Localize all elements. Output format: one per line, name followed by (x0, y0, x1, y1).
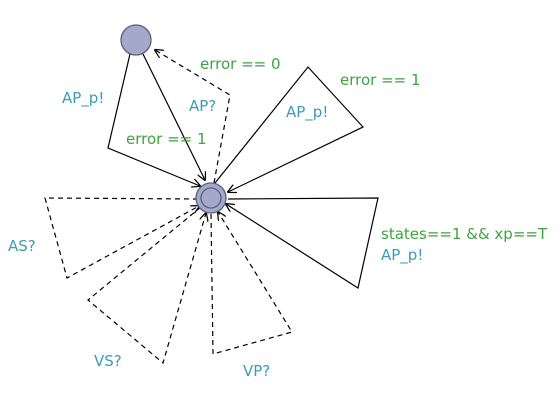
edge-loop-right[interactable] (226, 197, 379, 289)
guard-label: error == 0 (200, 55, 281, 73)
edge-center-to-top[interactable] (155, 50, 231, 184)
edge-loop-left[interactable] (44, 197, 199, 279)
sync-label: AS? (8, 237, 36, 255)
sync-label: VS? (94, 352, 122, 370)
sync-label: AP_p! (381, 246, 423, 265)
sync-label: AP_p! (62, 89, 104, 108)
edge-top-to-center-direct[interactable] (142, 53, 205, 180)
sync-label: AP_p! (286, 103, 328, 122)
sync-label: AP? (189, 97, 216, 115)
top-location[interactable] (120, 24, 152, 56)
center-location[interactable] (195, 182, 227, 214)
edge-loop-lower-left[interactable] (87, 206, 206, 365)
edge-loop-upper-right[interactable] (214, 66, 364, 192)
edge-loop-lower[interactable] (210, 212, 293, 355)
guard-label: error == 1 (340, 71, 421, 89)
edge-top-to-center-left[interactable] (107, 53, 200, 186)
sync-label: VP? (243, 362, 270, 380)
guard-label: states==1 && xp==T (381, 225, 548, 243)
guard-label: error == 1 (126, 130, 207, 148)
